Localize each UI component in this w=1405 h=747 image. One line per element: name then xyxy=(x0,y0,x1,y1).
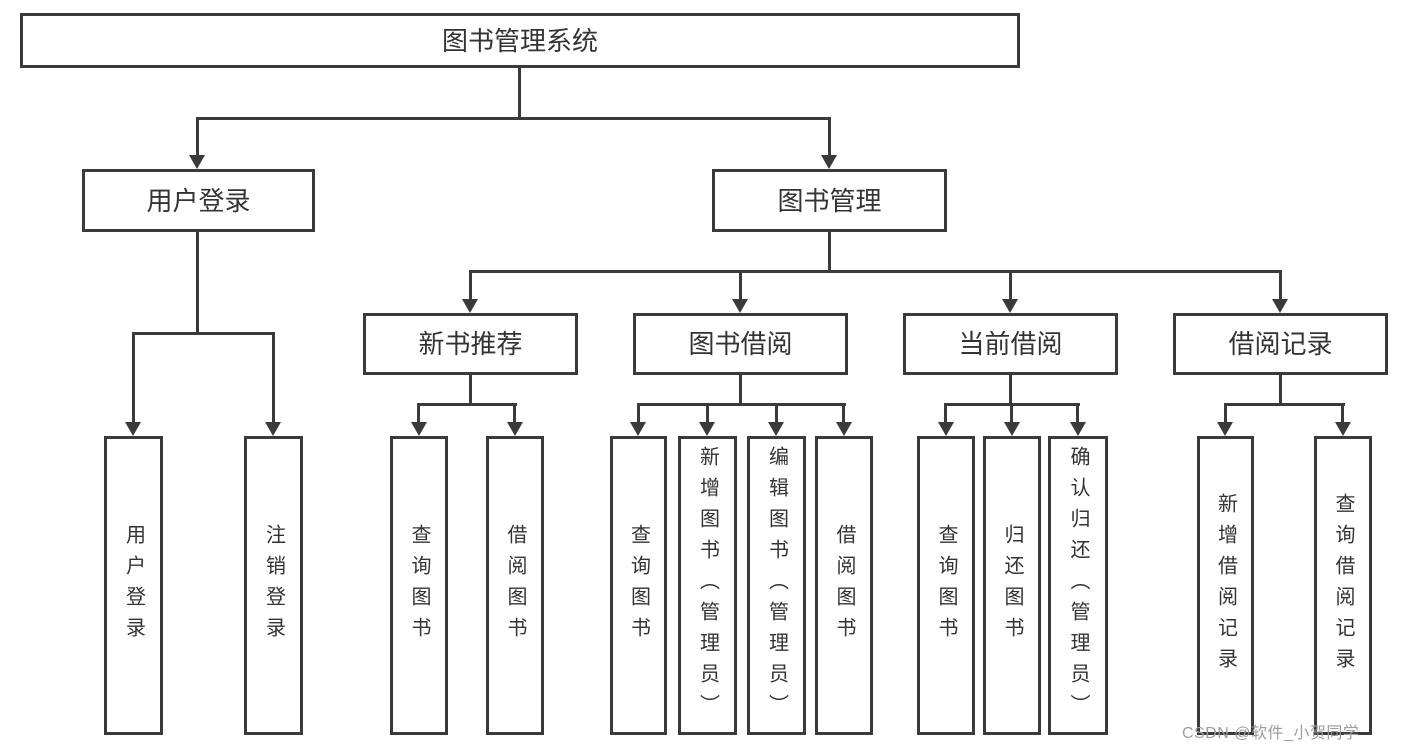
connector-leaf-leg xyxy=(132,332,135,423)
node-book-borrow: 图书借阅 xyxy=(633,313,848,375)
leaf-current-return-books: 归还图书 xyxy=(983,436,1041,735)
connector-leaf-leg xyxy=(1224,403,1227,423)
connector-book-mgmt-trunk xyxy=(828,232,831,270)
connector-leaf-leg xyxy=(944,403,947,423)
csdn-watermark: CSDN @软件_小贺同学 xyxy=(1182,725,1360,742)
leaf-current-confirm-return: 确认归还（管理员） xyxy=(1048,436,1108,735)
leaf-records-add-record: 新增借阅记录 xyxy=(1197,436,1254,735)
leaf-records-query-record: 查询借阅记录 xyxy=(1314,436,1372,735)
connector-user-login-leg xyxy=(196,117,199,156)
arrow-down-icon xyxy=(125,422,141,436)
arrow-down-icon xyxy=(265,422,281,436)
arrow-down-icon xyxy=(189,155,205,169)
leaf-borrow-add-books-label: 新增图书（管理员） xyxy=(696,446,719,725)
arrow-down-icon xyxy=(1335,422,1351,436)
arrow-down-icon xyxy=(699,422,715,436)
connector-level3-branch xyxy=(469,270,1282,273)
connector-records-split xyxy=(1224,403,1345,406)
leaf-logout-label: 注销登录 xyxy=(262,523,285,648)
connector-leaf-leg xyxy=(706,403,709,423)
leaf-current-return-books-label: 归还图书 xyxy=(1001,523,1023,648)
connector-root-trunk xyxy=(518,68,521,118)
node-book-mgmt: 图书管理 xyxy=(712,169,947,232)
leaf-logout: 注销登录 xyxy=(244,436,303,735)
leaf-records-query-record-label: 查询借阅记录 xyxy=(1332,492,1354,679)
leaf-current-confirm-return-label: 确认归还（管理员） xyxy=(1067,446,1089,725)
connector-leaf-leg xyxy=(1341,403,1344,423)
connector-l3-leg xyxy=(1279,270,1282,300)
arrow-down-icon xyxy=(411,422,427,436)
connector-rec-trunk xyxy=(469,375,472,403)
node-borrow-records: 借阅记录 xyxy=(1173,313,1388,375)
node-book-mgmt-label: 图书管理 xyxy=(777,185,882,216)
connector-records-trunk xyxy=(1279,375,1282,403)
node-new-book-rec-label: 新书推荐 xyxy=(418,329,523,359)
arrow-down-icon xyxy=(1002,299,1018,313)
node-root-label: 图书管理系统 xyxy=(441,25,598,56)
connector-l3-leg xyxy=(1009,270,1012,300)
connector-leaf-leg xyxy=(272,332,275,423)
leaf-borrow-borrow-books: 借阅图书 xyxy=(815,436,873,735)
arrow-down-icon xyxy=(507,422,523,436)
leaf-rec-query-books-label: 查询图书 xyxy=(408,523,430,648)
leaf-borrow-borrow-books-label: 借阅图书 xyxy=(833,523,855,648)
connector-leaf-leg xyxy=(637,403,640,423)
arrow-down-icon xyxy=(836,422,852,436)
arrow-down-icon xyxy=(938,422,954,436)
arrow-down-icon xyxy=(821,155,837,169)
leaf-records-add-record-label: 新增借阅记录 xyxy=(1214,492,1237,679)
connector-l3-leg xyxy=(739,270,742,300)
node-book-borrow-label: 图书借阅 xyxy=(688,329,793,359)
node-user-login: 用户登录 xyxy=(82,169,315,232)
arrow-down-icon xyxy=(768,422,784,436)
arrow-down-icon xyxy=(630,422,646,436)
node-new-book-rec: 新书推荐 xyxy=(363,313,578,375)
leaf-rec-borrow-books-label: 借阅图书 xyxy=(504,523,526,648)
connector-leaf-leg xyxy=(775,403,778,423)
node-user-login-label: 用户登录 xyxy=(146,185,251,216)
connector-leaf-leg xyxy=(417,403,420,423)
connector-leaf-leg xyxy=(842,403,845,423)
node-borrow-records-label: 借阅记录 xyxy=(1228,329,1333,359)
leaf-rec-query-books: 查询图书 xyxy=(390,436,448,735)
connector-borrow-trunk xyxy=(739,375,742,403)
node-current-borrow: 当前借阅 xyxy=(903,313,1118,375)
leaf-user-login: 用户登录 xyxy=(104,436,163,735)
connector-leaf-leg xyxy=(1010,403,1013,423)
connector-leaf-leg xyxy=(1076,403,1079,423)
arrow-down-icon xyxy=(1070,422,1086,436)
node-current-borrow-label: 当前借阅 xyxy=(958,329,1063,359)
connector-book-mgmt-leg xyxy=(828,117,831,156)
connector-current-trunk xyxy=(1009,375,1012,403)
connector-user-login-split xyxy=(132,332,275,335)
leaf-borrow-add-books: 新增图书（管理员） xyxy=(678,436,737,735)
arrow-down-icon xyxy=(1004,422,1020,436)
arrow-down-icon xyxy=(462,299,478,313)
arrow-down-icon xyxy=(732,299,748,313)
leaf-current-query-books-label: 查询图书 xyxy=(935,523,957,648)
connector-l3-leg xyxy=(469,270,472,300)
arrow-down-icon xyxy=(1272,299,1288,313)
connector-level2-branch xyxy=(197,117,831,120)
leaf-user-login-label: 用户登录 xyxy=(122,523,145,648)
leaf-borrow-edit-books-label: 编辑图书（管理员） xyxy=(765,446,788,725)
leaf-borrow-edit-books: 编辑图书（管理员） xyxy=(747,436,806,735)
node-root: 图书管理系统 xyxy=(20,13,1020,68)
arrow-down-icon xyxy=(1217,422,1233,436)
connector-rec-split xyxy=(417,403,517,406)
leaf-rec-borrow-books: 借阅图书 xyxy=(486,436,544,735)
leaf-borrow-query-books: 查询图书 xyxy=(610,436,667,735)
leaf-current-query-books: 查询图书 xyxy=(917,436,975,735)
connector-borrow-split xyxy=(637,403,846,406)
connector-user-login-trunk xyxy=(196,232,199,332)
leaf-borrow-query-books-label: 查询图书 xyxy=(627,523,650,648)
connector-leaf-leg xyxy=(513,403,516,423)
